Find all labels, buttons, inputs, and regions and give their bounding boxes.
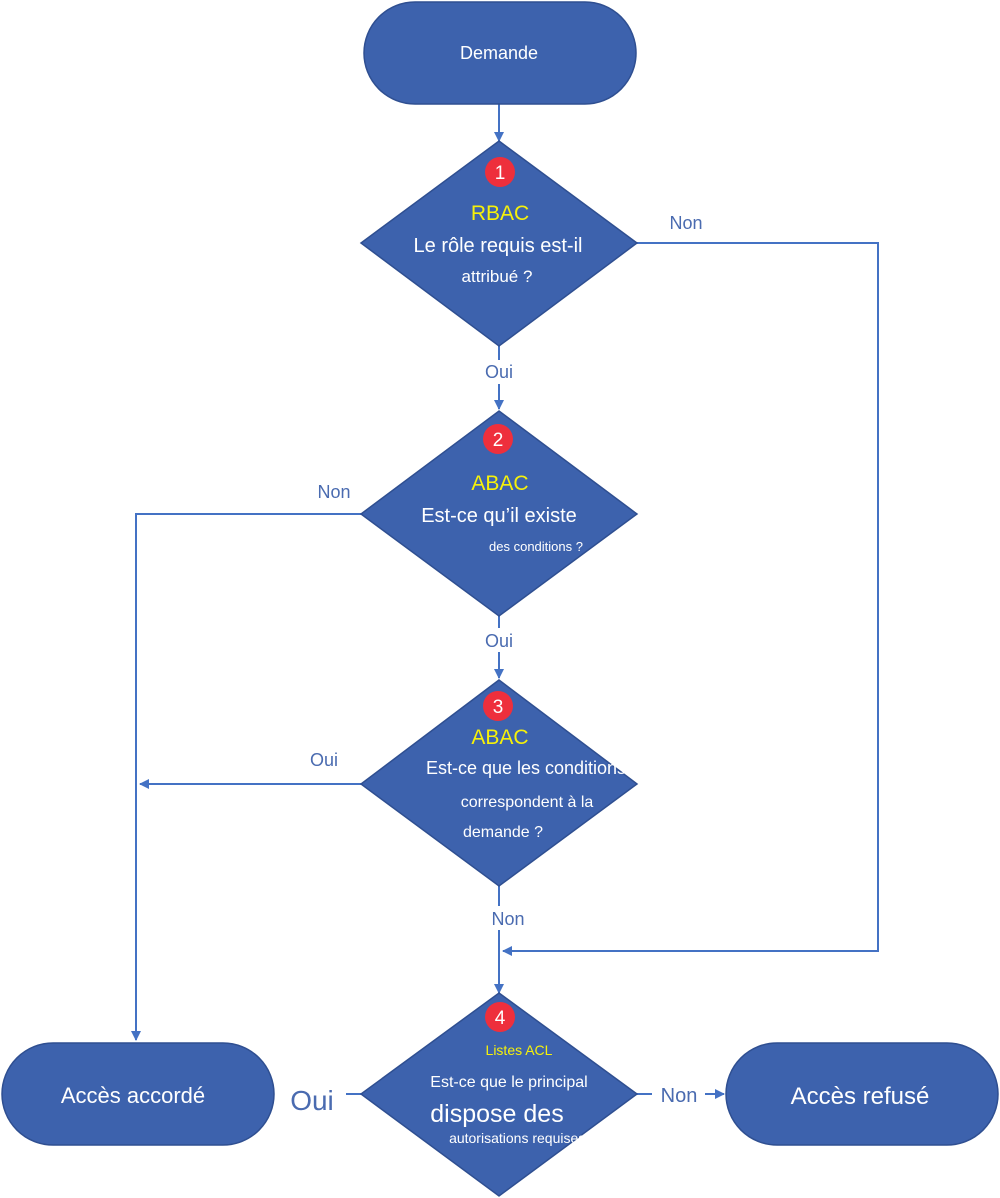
decision-3-line2: correspondent à la [461, 794, 594, 811]
outcome-granted: Accès accordé [1, 1042, 275, 1146]
edge-label-d2-yes: Oui [485, 631, 513, 651]
start-node-label: Demande [460, 43, 538, 63]
outcome-denied-shape [725, 1042, 999, 1146]
decision-3-badge [483, 691, 513, 721]
decision-2: 2 ABAC Est-ce qu’il existe des condition… [359, 410, 639, 617]
edge-label-d2-no: Non [317, 482, 350, 502]
decision-3-number: 3 [493, 697, 504, 718]
decision-1-diamond [359, 140, 639, 347]
decision-2-tag: ABAC [471, 472, 528, 495]
edge-label-d3-no: Non [491, 909, 524, 929]
edge-label-d4-yes: Oui [290, 1085, 334, 1116]
decision-4-number: 4 [495, 1008, 506, 1029]
decision-4-tag: Listes ACL [486, 1042, 553, 1058]
decision-2-line2: des conditions ? [489, 539, 583, 554]
decision-2-line1: Est-ce qu’il existe [421, 505, 577, 527]
start-node-shape [363, 1, 637, 105]
decision-1-badge [485, 157, 515, 187]
edge-d2-no [131, 513, 361, 1041]
decision-3-line1: Est-ce que les conditions [426, 758, 626, 778]
decision-2-badge [483, 424, 513, 454]
decision-1-line2: attribué ? [462, 267, 533, 286]
decision-4-line3: autorisations requises ? [449, 1130, 597, 1146]
outcome-denied-label: Accès refusé [791, 1083, 930, 1110]
edge-labels: Non Oui Non Oui Oui Non Oui Non [290, 213, 702, 1116]
decision-2-diamond [359, 410, 639, 617]
decision-3-tag: ABAC [471, 726, 528, 749]
decision-4-badge [485, 1002, 515, 1032]
edge-label-d4-no: Non [661, 1085, 698, 1107]
decision-4-diamond [359, 992, 639, 1197]
decision-1: 1 RBAC Le rôle requis est-il attribué ? [359, 140, 639, 347]
decision-1-tag: RBAC [471, 202, 529, 225]
decision-1-number: 1 [495, 163, 506, 184]
edges [131, 104, 879, 1094]
outcome-granted-shape [1, 1042, 275, 1146]
decision-4-line1: Est-ce que le principal [430, 1074, 587, 1091]
decision-2-number: 2 [493, 430, 504, 451]
outcome-granted-label: Accès accordé [61, 1083, 205, 1108]
decision-3-line3: demande ? [463, 824, 543, 841]
decision-1-line1: Le rôle requis est-il [414, 235, 583, 257]
decision-4-line2: dispose des [430, 1100, 563, 1128]
start-node: Demande [363, 1, 637, 105]
outcome-denied: Accès refusé [725, 1042, 999, 1146]
edge-label-d3-yes: Oui [310, 750, 338, 770]
edge-label-d1-yes: Oui [485, 362, 513, 382]
edge-d1-no [502, 242, 879, 956]
edge-label-d1-no: Non [669, 213, 702, 233]
decision-3: 3 ABAC Est-ce que les conditions corresp… [359, 679, 639, 887]
decision-4: 4 Listes ACL Est-ce que le principal dis… [359, 992, 639, 1197]
decision-3-diamond [359, 679, 639, 887]
